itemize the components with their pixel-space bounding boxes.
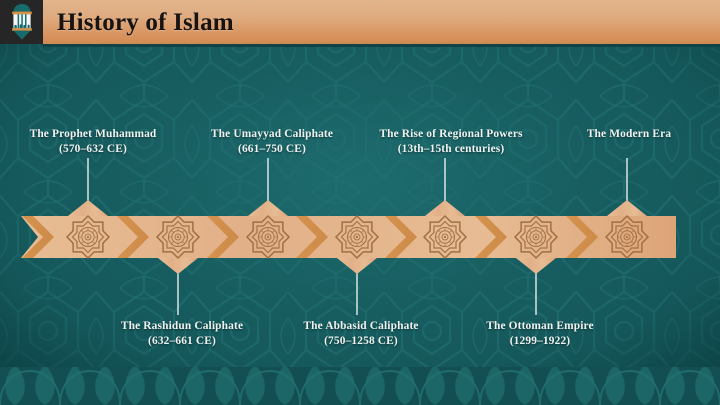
timeline-label-3-name: The Umayyad Caliphate [210, 128, 334, 140]
timeline-label-4-date: (750–1258 CE) [324, 334, 398, 347]
timeline-label-6-date: (1299–1922) [509, 334, 571, 347]
timeline-label-1-name: The Prophet Muhammad [29, 128, 157, 140]
timeline-label-5: The Rise of Regional Powers (13th–15th c… [379, 127, 522, 156]
timeline-label-7-name: The Modern Era [586, 128, 672, 140]
logo-container [0, 0, 43, 44]
timeline-label-4: The Abbasid Caliphate (750–1258 CE) [303, 319, 418, 348]
slide-header: History of Islam [0, 0, 720, 44]
timeline-label-4-name: The Abbasid Caliphate [303, 320, 419, 332]
timeline-label-2-date: (632–661 CE) [148, 334, 216, 347]
timeline-label-6: The Ottoman Empire (1299–1922) [486, 319, 594, 348]
timeline-label-2: The Rashidun Caliphate (632–661 CE) [121, 319, 243, 348]
timeline-label-1: The Prophet Muhammad (570–632 CE) [30, 127, 157, 156]
header-title-bar: History of Islam [43, 0, 720, 44]
lantern-icon [11, 4, 32, 40]
timeline-label-5-name: The Rise of Regional Powers [379, 128, 523, 140]
timeline-label-7: The Modern Era [587, 127, 671, 142]
page-title: History of Islam [57, 8, 234, 36]
timeline-label-5-date: (13th–15th centuries) [397, 142, 505, 155]
timeline-label-1-date: (570–632 CE) [59, 142, 127, 155]
timeline-label-3: The Umayyad Caliphate (661–750 CE) [211, 127, 333, 156]
timeline-label-2-name: The Rashidun Caliphate [120, 320, 244, 332]
header-underline [43, 44, 720, 47]
timeline-label-6-name: The Ottoman Empire [486, 320, 594, 332]
timeline-label-3-date: (661–750 CE) [238, 142, 306, 155]
timeline-bar [21, 200, 676, 274]
